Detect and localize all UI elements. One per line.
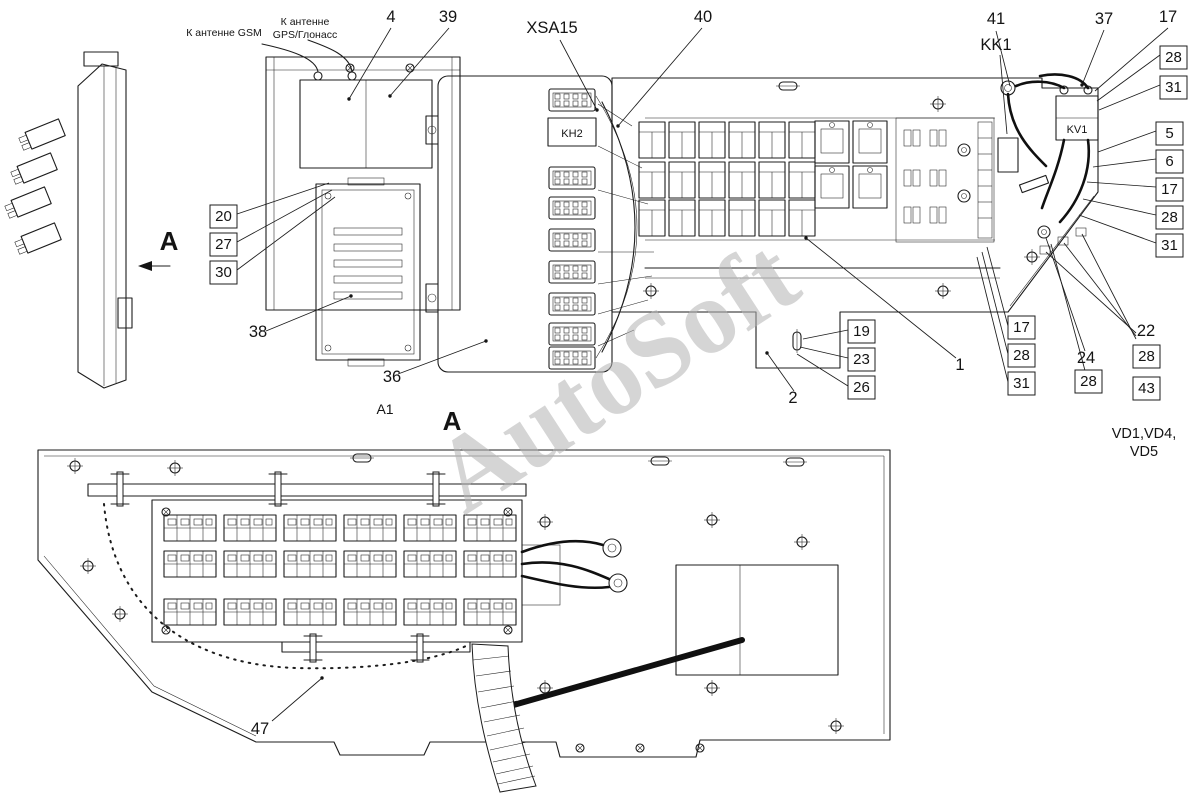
callout-24: 24 — [1077, 349, 1095, 367]
callout-31-r: 31 — [1161, 237, 1178, 254]
callout-40: 40 — [694, 8, 712, 26]
callout-43: 43 — [1138, 380, 1155, 397]
callout-31-g: 31 — [1013, 375, 1030, 392]
bottom-view — [37, 449, 891, 793]
relay-panel — [611, 77, 1099, 369]
callout-23: 23 — [853, 351, 870, 368]
callout-47: 47 — [251, 720, 269, 738]
callout-28-p: 28 — [1080, 373, 1097, 390]
watermark-text: AutoSoft — [413, 216, 818, 535]
callout-xsa15: XSA15 — [526, 19, 577, 37]
callout-27: 27 — [215, 236, 232, 253]
callout-20: 20 — [215, 208, 232, 225]
callout-37: 37 — [1095, 10, 1113, 28]
callout-39: 39 — [439, 8, 457, 26]
navigation-unit — [261, 39, 433, 169]
callout-31-tr: 31 — [1165, 79, 1182, 96]
view-letter-main: А — [443, 406, 462, 436]
panel-opening — [675, 564, 839, 676]
callout-17-r: 17 — [1161, 181, 1178, 198]
fuse-block — [895, 117, 995, 243]
a1-unit-label: A1 — [376, 401, 393, 417]
antenna-gsm-label: К антенне GSM — [186, 27, 261, 39]
callout-17-g: 17 — [1013, 319, 1030, 336]
callout-36: 36 — [383, 368, 401, 386]
antenna-gps-label-1: К антенне — [281, 16, 330, 28]
callout-26: 26 — [853, 379, 870, 396]
kh2-label: KH2 — [561, 128, 582, 140]
boxed-callouts: 28 31 5 6 17 28 31 20 27 30 19 23 26 17 … — [209, 45, 1188, 401]
kk1-relay — [997, 137, 1019, 173]
internal-relay-assembly — [151, 499, 561, 643]
side-view-connectors — [4, 118, 66, 255]
callout-28-g: 28 — [1013, 347, 1030, 364]
connector-wires — [520, 538, 628, 593]
callout-28-q: 28 — [1138, 348, 1155, 365]
callout-kk1: KK1 — [980, 36, 1011, 54]
side-view: А — [4, 51, 179, 389]
callout-22: 22 — [1137, 322, 1155, 340]
kv1-relay-assembly: KV1 — [1000, 73, 1099, 239]
view-letter-side: А — [160, 226, 179, 256]
callout-numbers: 4 39 XSA15 40 41 KK1 37 17 38 36 2 1 24 … — [249, 8, 1177, 738]
relay-group — [638, 120, 888, 237]
callout-38: 38 — [249, 323, 267, 341]
callout-leaders — [236, 27, 1169, 722]
antenna-gps-label-2: GPS/Глонасс — [273, 29, 337, 41]
diodes-label-2: VD5 — [1130, 444, 1158, 460]
wire-harness — [595, 95, 654, 359]
callout-17-top: 17 — [1159, 8, 1177, 26]
callout-2: 2 — [788, 389, 797, 407]
callout-1: 1 — [955, 356, 964, 374]
callout-6: 6 — [1165, 153, 1173, 170]
mounting-frame — [265, 56, 461, 311]
callout-19: 19 — [853, 323, 870, 340]
callout-41: 41 — [987, 10, 1005, 28]
view-direction-arrow: А — [138, 226, 179, 271]
mounting-rails — [87, 471, 527, 663]
diodes-label-1: VD1,VD4, — [1112, 426, 1176, 442]
callout-4: 4 — [386, 8, 395, 26]
callout-28-r: 28 — [1161, 209, 1178, 226]
kv1-label: KV1 — [1067, 124, 1088, 136]
callout-30: 30 — [215, 264, 232, 281]
power-cable — [471, 637, 745, 793]
a1-control-unit — [315, 177, 421, 367]
callout-28-tr: 28 — [1165, 49, 1182, 66]
watermark: AutoSoft — [413, 216, 818, 535]
callout-5: 5 — [1165, 125, 1173, 142]
top-assembly-view: К антенне GSM К антенне GPS/Глонасс A1 K… — [186, 16, 1099, 436]
